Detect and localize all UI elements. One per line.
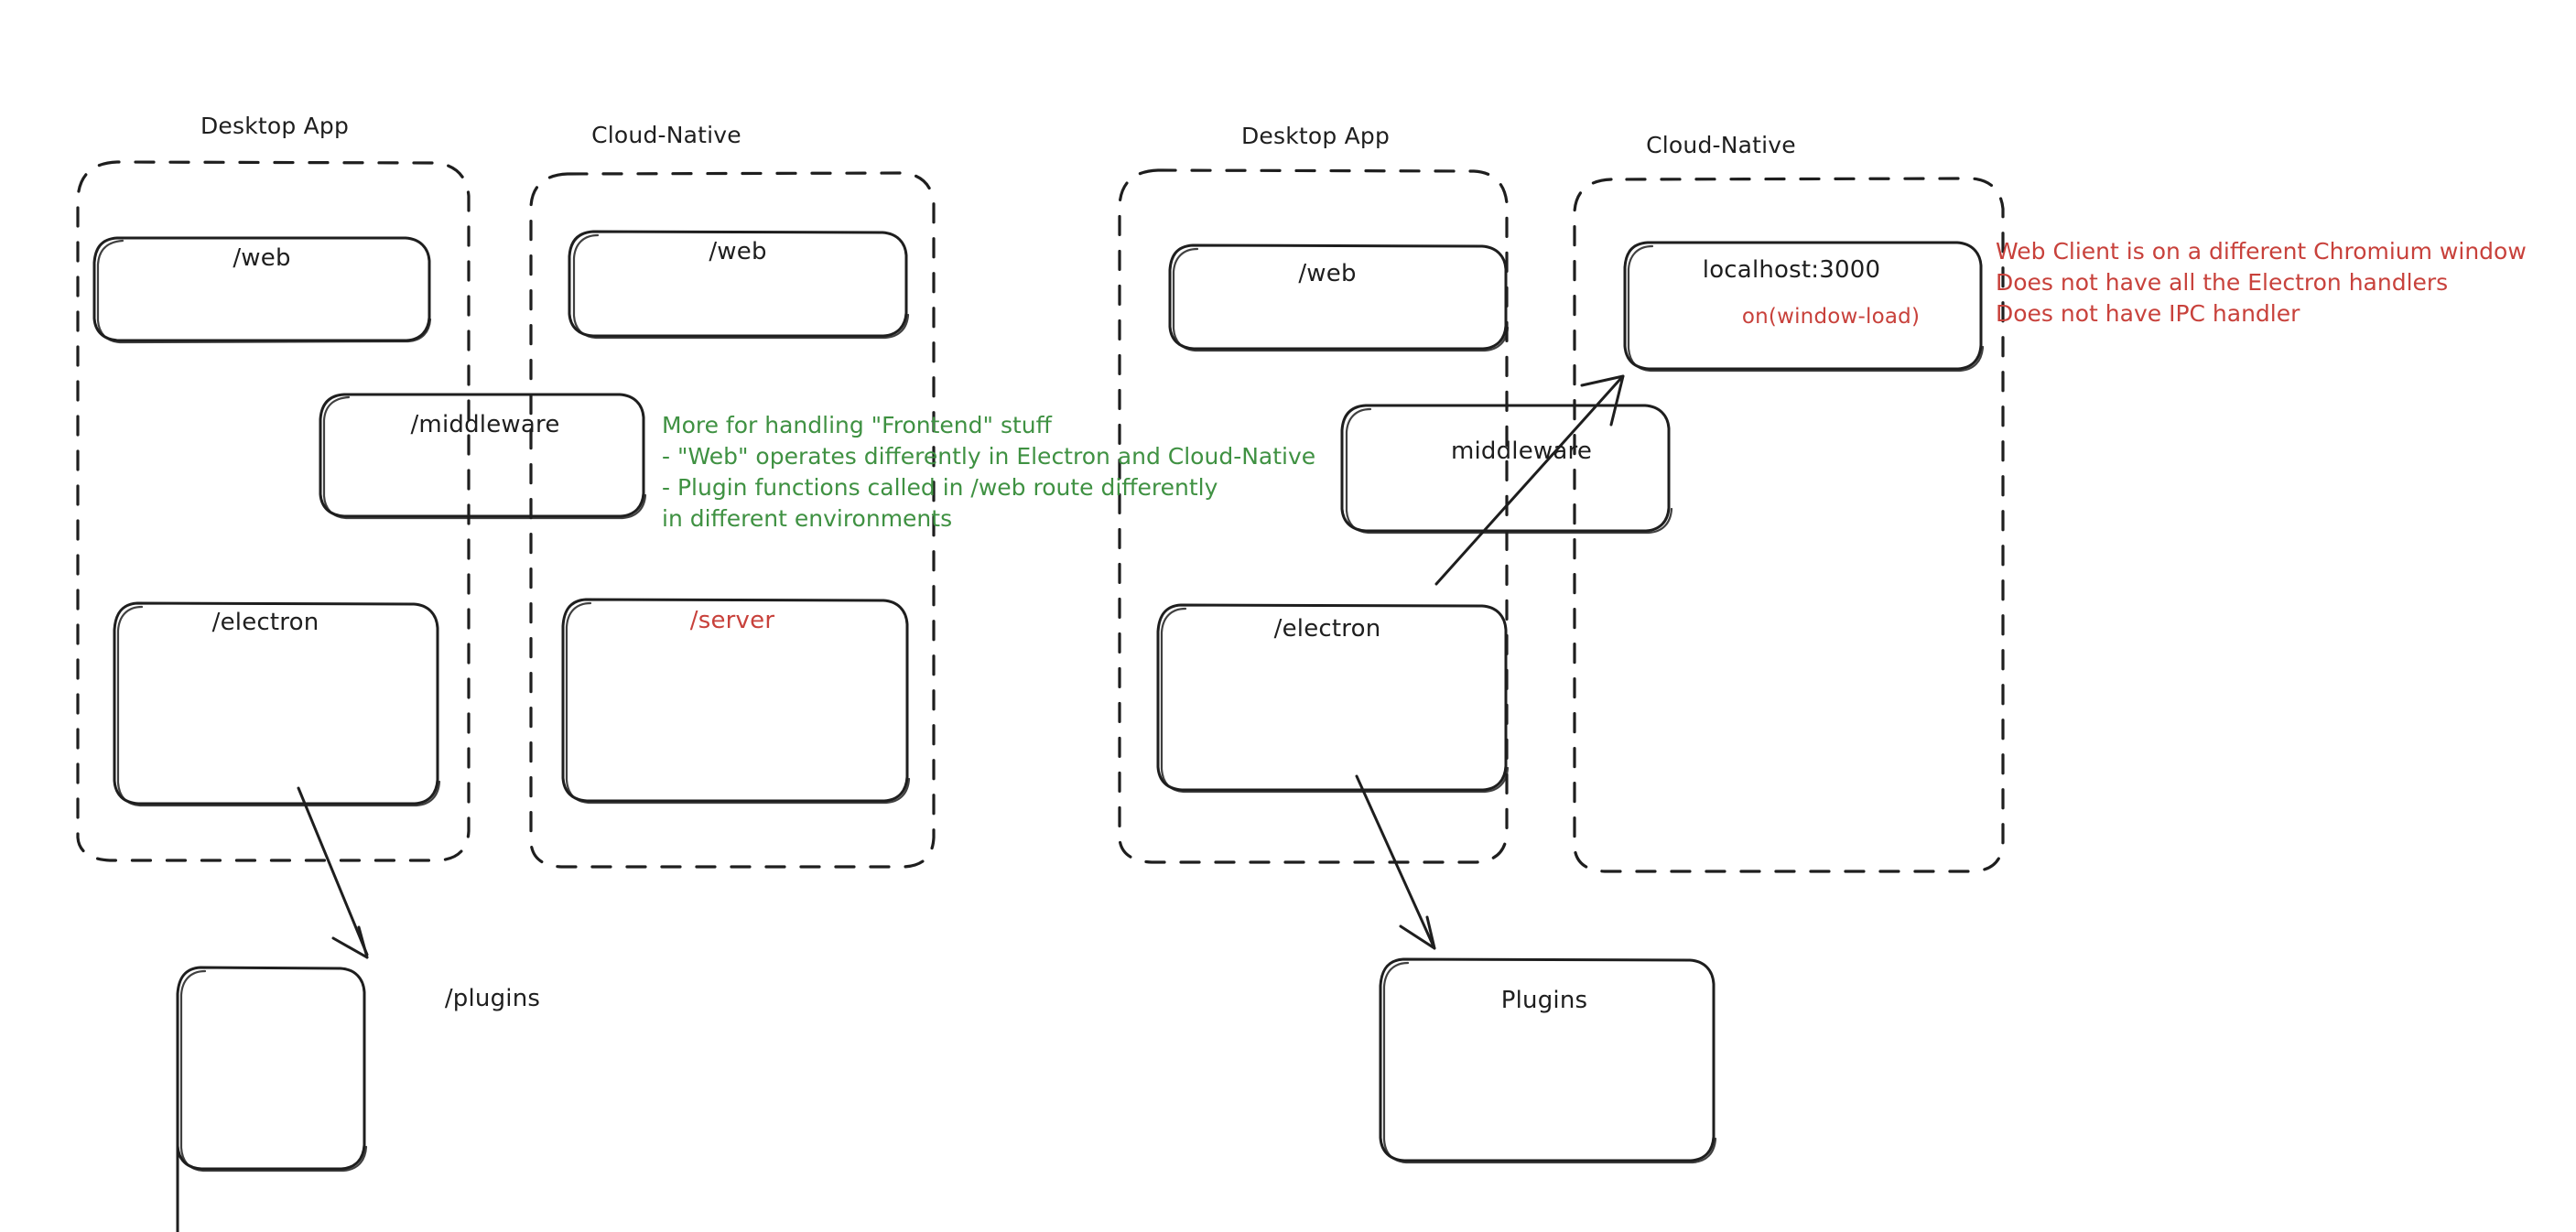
right-desktop-web-shape xyxy=(1168,243,1510,352)
red-annotation-note: Web Client is on a different Chromium wi… xyxy=(1996,236,2527,330)
right-plugins-shape xyxy=(1379,957,1717,1164)
green-note-line-2: - "Web" operates differently in Electron… xyxy=(662,443,1316,470)
red-note-line-3: Does not have IPC handler xyxy=(1996,300,2300,327)
right-electron-to-localhost-arrow xyxy=(1434,374,1625,586)
right-localhost-sublabel: on(window-load) xyxy=(1741,305,1921,329)
left-server-shape xyxy=(561,598,911,805)
right-desktop-app-container xyxy=(1118,168,1509,864)
left-plugins-shape xyxy=(176,966,368,1232)
right-desktop-app-label: Desktop App xyxy=(1240,123,1391,149)
left-desktop-web-shape xyxy=(92,236,432,344)
left-electron-to-plugins-arrow xyxy=(297,786,369,959)
green-note-line-4: in different environments xyxy=(662,505,953,532)
left-cloud-native-label: Cloud-Native xyxy=(591,122,741,148)
left-electron-label[interactable]: /electron xyxy=(211,609,319,636)
right-cloud-native-label: Cloud-Native xyxy=(1646,132,1796,158)
red-note-line-2: Does not have all the Electron handlers xyxy=(1996,269,2449,296)
left-desktop-app-container xyxy=(76,160,471,862)
left-electron-shape xyxy=(113,601,441,807)
left-cloud-web-shape xyxy=(568,230,910,340)
left-plugins-label[interactable]: /plugins xyxy=(444,985,541,1012)
right-localhost-shape xyxy=(1623,241,1985,373)
right-middleware-shape xyxy=(1340,404,1673,535)
right-electron-label[interactable]: /electron xyxy=(1273,615,1381,643)
left-desktop-app-label: Desktop App xyxy=(200,113,350,139)
left-middleware-shape xyxy=(319,393,647,520)
right-plugins-label[interactable]: Plugins xyxy=(1500,987,1588,1014)
left-middleware-label[interactable]: /middleware xyxy=(410,411,560,438)
left-cloud-web-label[interactable]: /web xyxy=(709,238,767,265)
green-note-line-3: - Plugin functions called in /web route … xyxy=(662,474,1218,501)
right-localhost-label[interactable]: localhost:3000 xyxy=(1702,256,1881,284)
green-annotation-note: More for handling "Frontend" stuff - "We… xyxy=(662,410,1315,535)
right-desktop-web-label[interactable]: /web xyxy=(1298,260,1357,287)
left-desktop-web-label[interactable]: /web xyxy=(233,244,291,272)
left-server-label[interactable]: /server xyxy=(689,607,775,634)
green-note-line-1: More for handling "Frontend" stuff xyxy=(662,412,1052,438)
red-note-line-1: Web Client is on a different Chromium wi… xyxy=(1996,238,2527,265)
right-middleware-label[interactable]: middleware xyxy=(1450,438,1593,465)
left-cloud-native-container xyxy=(529,171,936,869)
right-cloud-native-container xyxy=(1573,177,2005,873)
right-electron-shape xyxy=(1156,603,1510,794)
right-electron-to-plugins-arrow xyxy=(1355,774,1436,950)
